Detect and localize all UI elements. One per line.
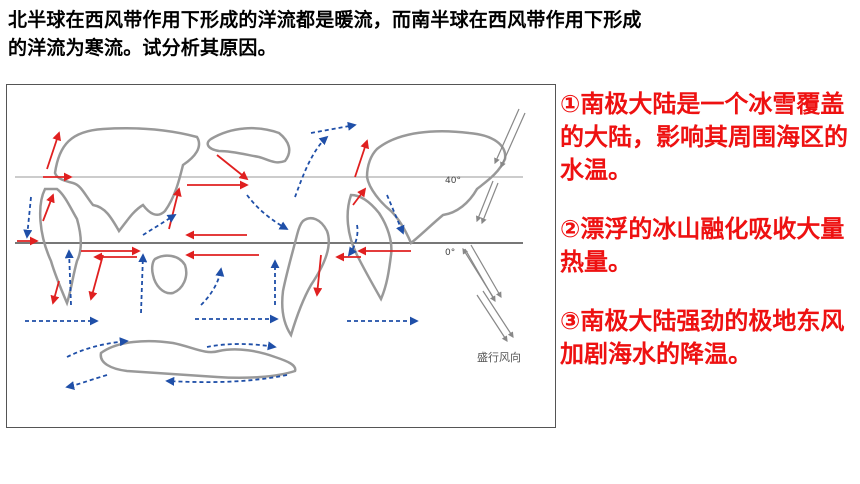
warm-current-arrow: [352, 187, 367, 206]
wind-arrow: [480, 182, 499, 225]
wind-arrow: [482, 290, 514, 339]
cold-current-arrow: [138, 253, 148, 314]
wind-arrow: [476, 294, 508, 343]
cold-current-arrow: [142, 214, 177, 236]
land-asia-east: [365, 130, 507, 246]
cold-current-arrow: [200, 267, 225, 306]
ocean-current-map: 40° 0°: [6, 84, 556, 428]
land-outlines: [39, 127, 507, 379]
land-americas-south: [39, 187, 82, 307]
answer-panel: ①南极大陆是一个冰雪覆盖的大陆，影响其周围海区的水温。 ②漂浮的冰山融化吸收大量…: [560, 88, 856, 397]
answer-2: ②漂浮的冰山融化吸收大量热量。: [560, 215, 845, 276]
wind-arrow: [470, 244, 502, 299]
lat-0-label: 0°: [445, 248, 455, 258]
warm-current-arrow: [354, 139, 369, 178]
cold-current-arrow: [23, 196, 33, 239]
question-line-1: 北半球在西风带作用下形成的洋流都是暖流，而南半球在西风带作用下形成: [8, 9, 642, 31]
cold-current-arrow: [294, 135, 329, 198]
cold-current-arrow: [206, 341, 277, 351]
lat-40-label: 40°: [445, 176, 461, 186]
warm-current-arrow: [216, 154, 249, 181]
answer-1: ①南极大陆是一个冰雪覆盖的大陆，影响其周围海区的水温。: [560, 90, 848, 184]
land-antarctica: [99, 339, 297, 379]
warm-current-arrow: [50, 280, 60, 305]
land-australia: [150, 254, 188, 295]
cold-currents: [23, 121, 419, 390]
cold-current-arrow: [246, 194, 289, 230]
warm-current-arrow: [88, 254, 104, 301]
wind-arrows: [462, 108, 526, 343]
answer-3: ③南极大陆强劲的极地东风加剧海水的降温。: [560, 307, 845, 368]
question-text: 北半球在西风带作用下形成的洋流都是暖流，而南半球在西风带作用下形成 的洋流为寒流…: [8, 6, 858, 62]
cold-current-arrow: [66, 337, 129, 358]
wind-arrow: [475, 180, 494, 223]
cold-current-arrow: [347, 224, 359, 257]
land-eurasia-africa: [206, 127, 291, 164]
warm-current-arrow: [313, 254, 323, 297]
cold-current-arrow: [64, 249, 74, 306]
cold-current-arrow: [310, 121, 357, 134]
wind-legend-label: 盛行风向: [477, 350, 521, 364]
wind-arrow: [500, 112, 526, 169]
warm-current-arrow: [46, 131, 61, 170]
land-africa: [281, 217, 330, 338]
wind-arrow: [494, 108, 520, 165]
map-svg: 40° 0°: [15, 108, 526, 390]
cold-current-arrow: [165, 374, 288, 386]
question-line-2: 的洋流为寒流。试分析其原因。: [8, 37, 277, 59]
cold-current-arrow: [65, 374, 108, 390]
warm-currents: [17, 131, 411, 305]
warm-current-arrow: [42, 193, 55, 222]
land-americas-north: [53, 127, 201, 234]
wind-arrow: [462, 247, 494, 298]
